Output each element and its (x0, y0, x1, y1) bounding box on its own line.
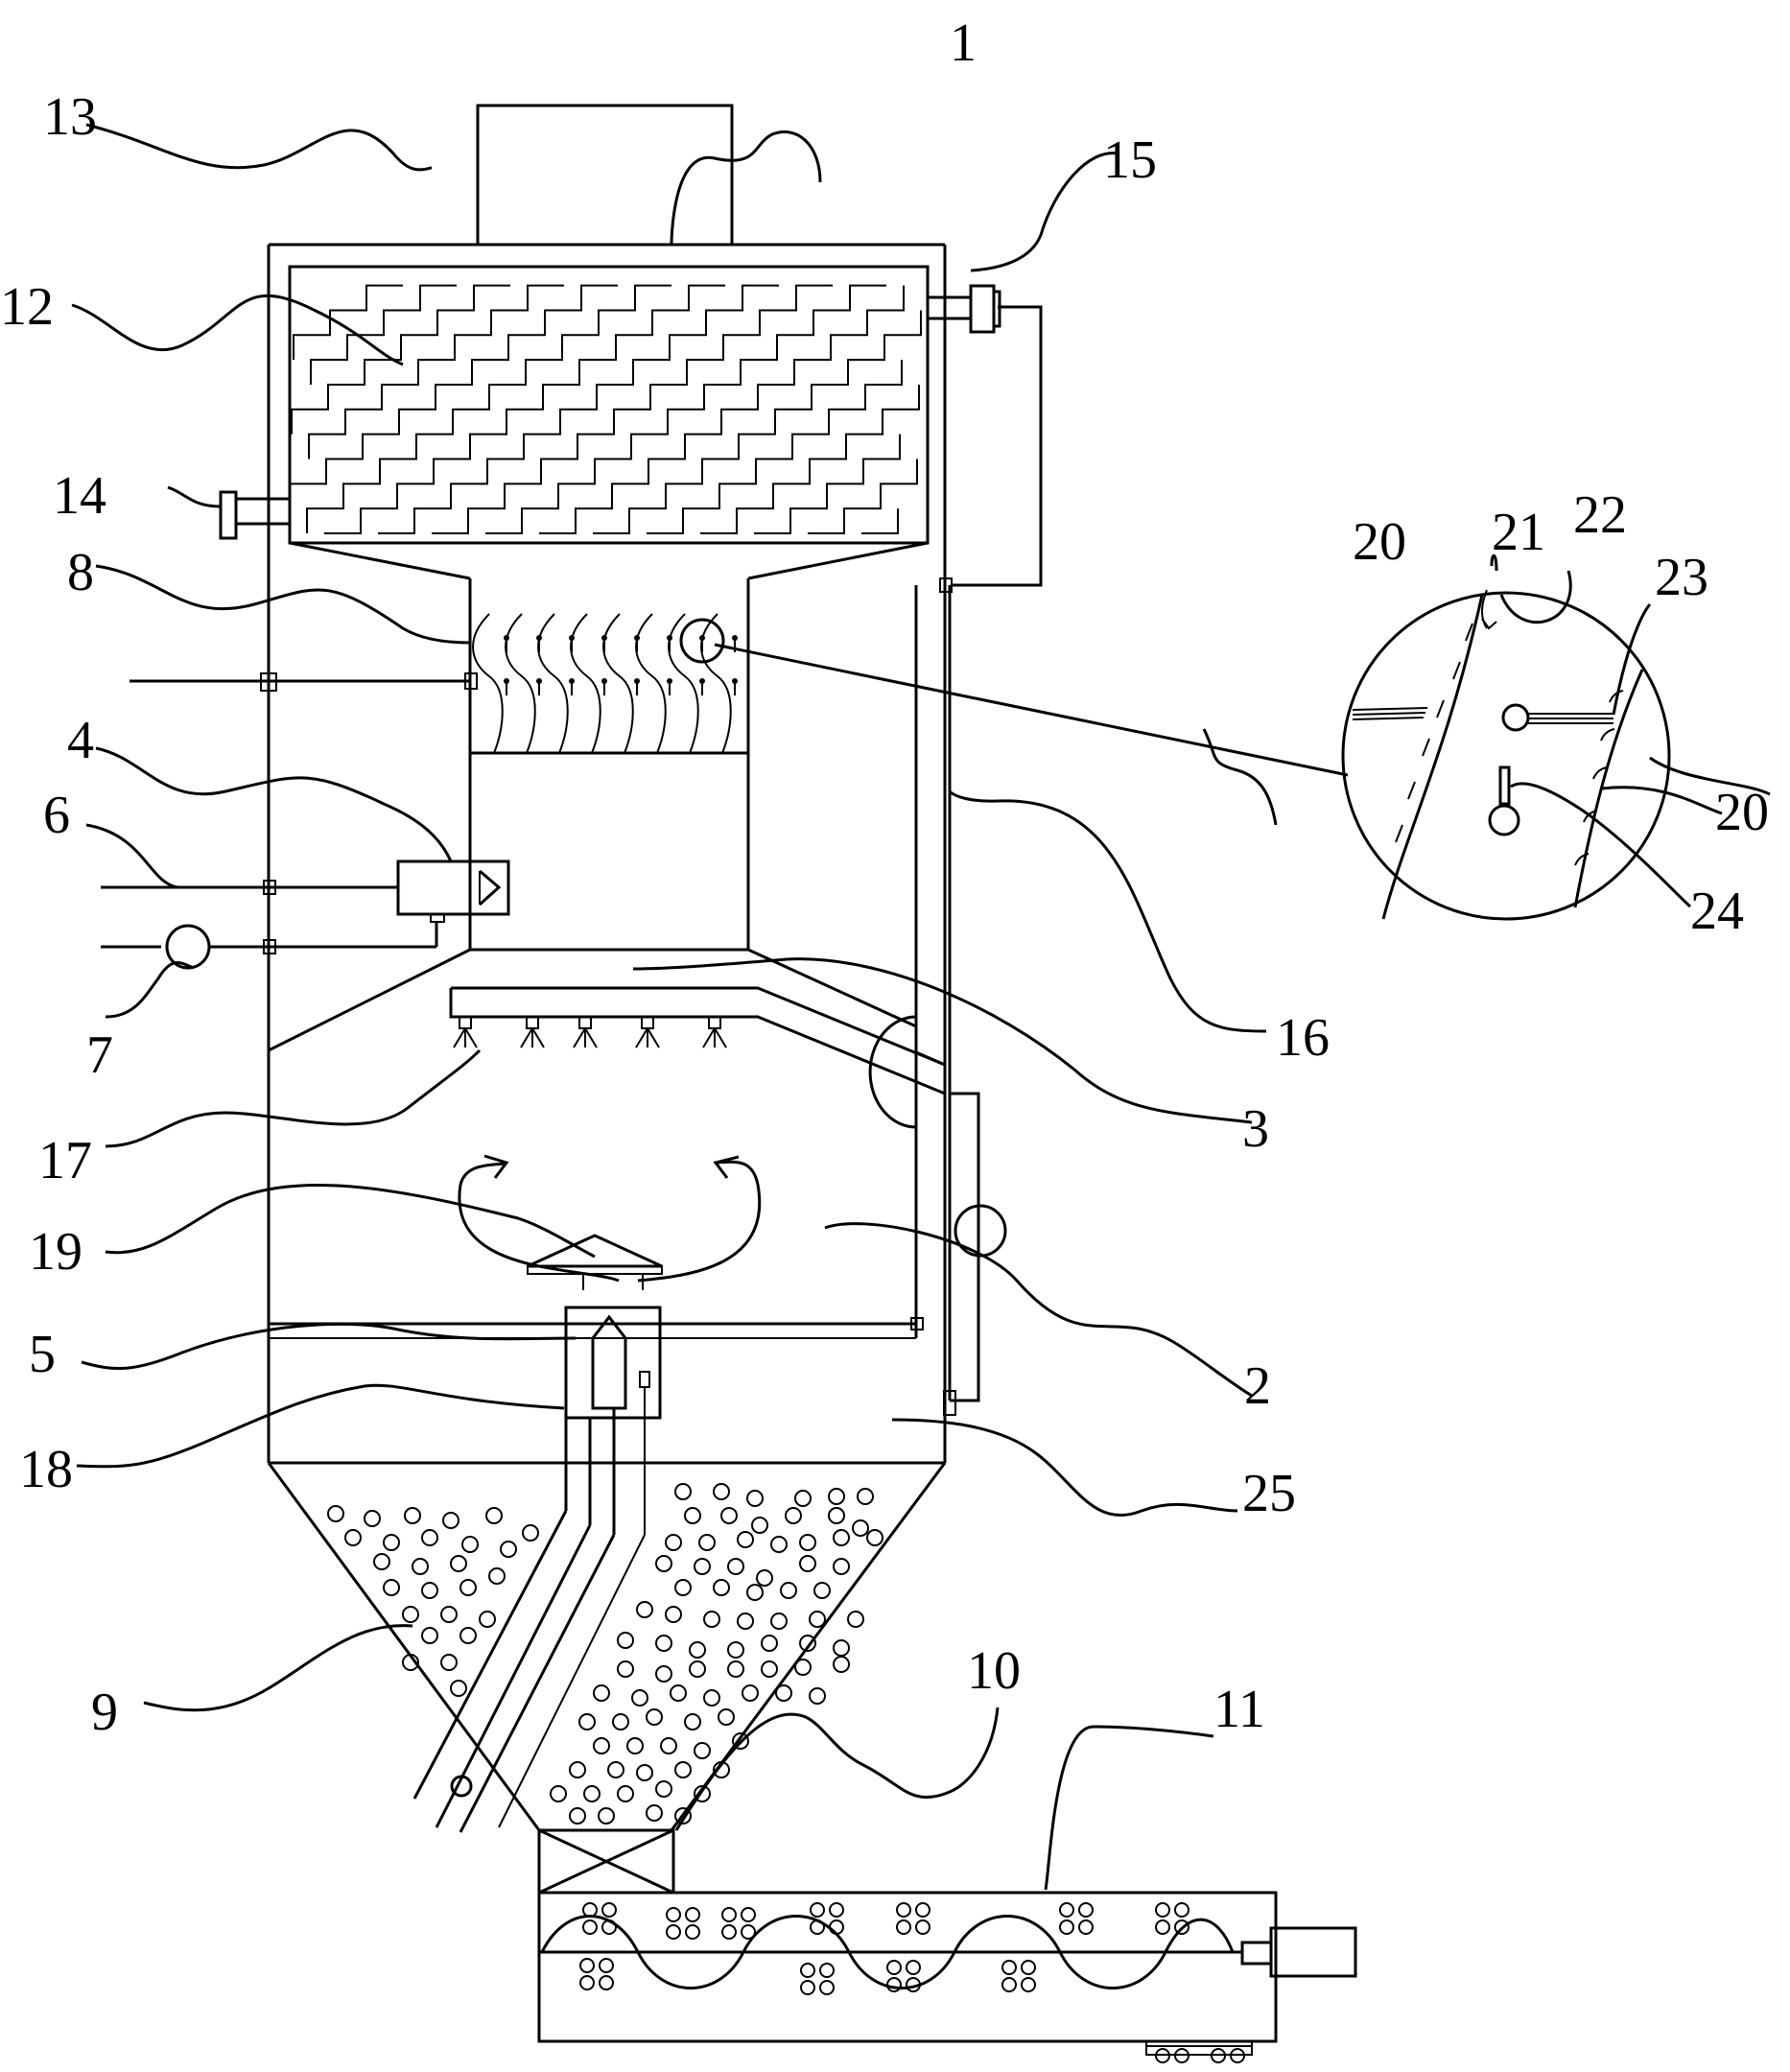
label-8: 8 (67, 543, 94, 602)
label-18: 18 (19, 1440, 73, 1499)
label-1: 1 (950, 13, 977, 73)
label-11: 11 (1213, 1680, 1265, 1739)
burner-4 (396, 859, 510, 923)
label-25: 25 (1242, 1464, 1296, 1523)
label-17: 17 (38, 1131, 92, 1190)
main-vessel-1 (267, 243, 947, 1465)
label-2: 2 (1244, 1356, 1271, 1416)
label-5: 5 (29, 1325, 56, 1384)
rotary-valve-10 (537, 1828, 675, 1895)
burner-5 (564, 1306, 662, 1535)
label-15: 15 (1103, 130, 1157, 190)
label-4: 4 (67, 711, 94, 770)
label-22: 22 (1573, 485, 1627, 545)
label-21: 21 (1492, 503, 1545, 562)
collector-funnel (268, 541, 929, 1052)
screw-conveyor-11 (537, 1891, 1357, 2063)
circulation-pump (943, 1092, 1007, 1416)
ash-hopper-9 (267, 1462, 947, 1833)
label-14: 14 (53, 466, 106, 526)
label-13: 13 (43, 87, 97, 147)
label-10: 10 (967, 1641, 1021, 1701)
fiber-filter-8 (472, 613, 738, 754)
label-9: 9 (91, 1683, 118, 1742)
packing-layer-12 (288, 265, 930, 545)
label-7: 7 (86, 1025, 113, 1085)
leader-lines (71, 123, 1771, 1891)
label-6: 6 (43, 786, 70, 845)
label-12: 12 (0, 277, 54, 337)
inlet-nozzle-14 (219, 490, 292, 540)
outlet-nozzle-15 (926, 284, 1001, 334)
label-20-left: 20 (1353, 512, 1406, 572)
label-16: 16 (1276, 1008, 1330, 1068)
label-23: 23 (1655, 548, 1708, 607)
part-labels: 1 13 15 12 14 8 4 6 7 16 3 17 19 2 5 18 … (0, 13, 1769, 1742)
feed-lines (101, 672, 478, 970)
label-3: 3 (1242, 1099, 1269, 1159)
label-20-right: 20 (1715, 783, 1769, 842)
hood-19 (527, 1234, 663, 1290)
flow-arrows (458, 1154, 762, 1283)
detail-view (679, 589, 1671, 921)
label-19: 19 (29, 1222, 82, 1282)
label-24: 24 (1690, 882, 1744, 941)
spray-header-17 (449, 986, 946, 1095)
top-outlet-box-13 (476, 104, 734, 247)
